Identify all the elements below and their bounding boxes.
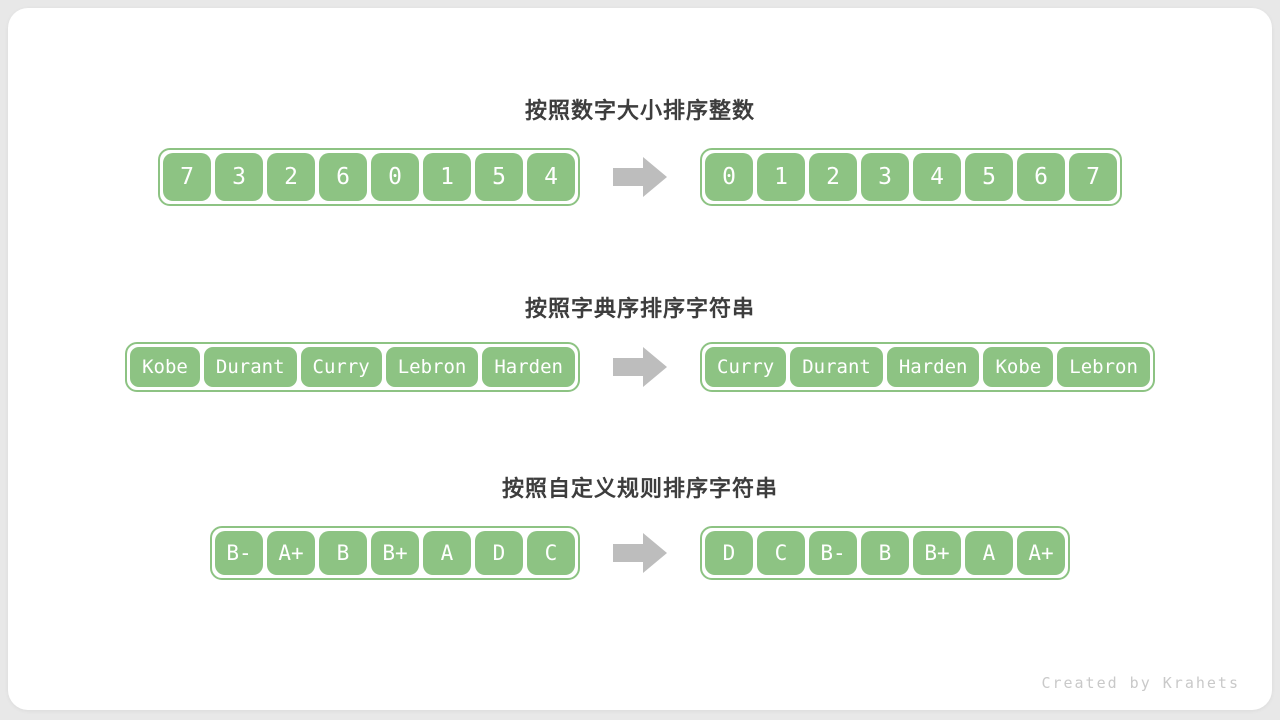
arrow-right-icon <box>613 533 667 573</box>
arrow-right-icon <box>613 347 667 387</box>
arrow-zone <box>580 531 700 575</box>
array-cell: B <box>861 531 909 575</box>
array-cell: B <box>319 531 367 575</box>
array-cell: B- <box>809 531 857 575</box>
array-cell: Kobe <box>983 347 1054 387</box>
array-cell: B- <box>215 531 263 575</box>
arrow-right-icon <box>613 157 667 197</box>
array-cell: Harden <box>482 347 575 387</box>
arrow-zone <box>580 345 700 389</box>
array-cell: Lebron <box>1057 347 1150 387</box>
array-cell: 0 <box>371 153 419 201</box>
array-cell: 6 <box>1017 153 1065 201</box>
array-cell: C <box>757 531 805 575</box>
array-cell: 6 <box>319 153 367 201</box>
array-cell: Harden <box>886 347 980 387</box>
array-cell: B+ <box>371 531 419 575</box>
array-cell: 4 <box>913 153 961 201</box>
array-cell: 5 <box>965 153 1013 201</box>
array-cell: 4 <box>527 153 575 201</box>
array-cell: 2 <box>809 153 857 201</box>
array-cell: 3 <box>215 153 263 201</box>
array-cell: 1 <box>757 153 805 201</box>
array-cell: C <box>527 531 575 575</box>
array-cell: D <box>475 531 523 575</box>
section-title: 按照自定义规则排序字符串 <box>501 476 778 501</box>
array-cell: Lebron <box>385 347 479 387</box>
array-cell: 1 <box>423 153 471 201</box>
arrow-zone <box>580 155 700 199</box>
credit-text: Created by Krahets <box>1041 674 1240 692</box>
array-cell: Curry <box>300 347 382 387</box>
array-cell: Kobe <box>130 347 200 387</box>
section-title: 按照数字大小排序整数 <box>524 98 755 123</box>
array-cell: 2 <box>267 153 315 201</box>
array-cell: A+ <box>1017 531 1065 575</box>
array-cell: Durant <box>790 347 883 387</box>
array-cell: 3 <box>861 153 909 201</box>
array-cell: 7 <box>163 153 211 201</box>
array-cell: B+ <box>913 531 961 575</box>
section-title: 按照字典序排序字符串 <box>524 296 755 321</box>
array-cell: Curry <box>705 347 787 387</box>
array-cell: A+ <box>267 531 315 575</box>
array-cell: A <box>423 531 471 575</box>
array-cell: 7 <box>1069 153 1117 201</box>
array-cell: D <box>705 531 753 575</box>
array-cell: A <box>965 531 1013 575</box>
array-cell: 5 <box>475 153 523 201</box>
array-cell: Durant <box>203 347 297 387</box>
array-cell: 0 <box>705 153 753 201</box>
